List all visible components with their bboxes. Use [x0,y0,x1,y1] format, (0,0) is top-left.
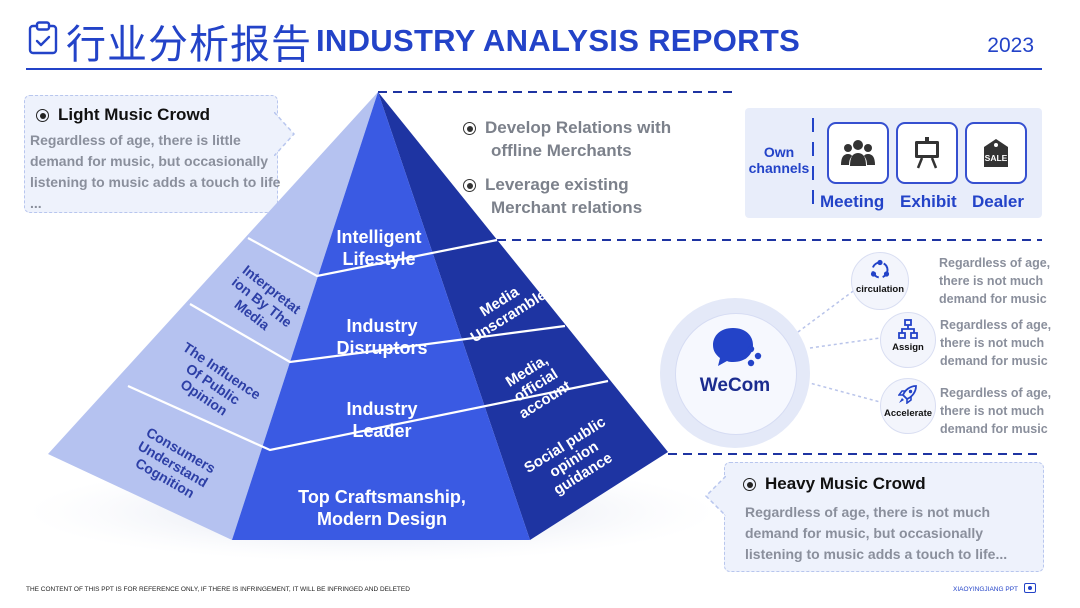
label-line: Industry [346,316,418,336]
people-icon [841,140,875,166]
wecom-chat-icon [713,328,762,367]
radio-bullet-icon [463,179,476,193]
header-divider [26,68,1042,70]
label-line: Lifestyle [342,249,416,269]
title-chinese: 行业分析报告 [66,22,312,68]
label-line: Intelligent [336,227,422,247]
text-line: Regardless of age, [939,256,1051,270]
label-line: channels [748,160,810,176]
text-line: Regardless of age, there is not much [745,504,991,520]
label-line: Modern Design [316,509,447,529]
sale-text: SALE [985,153,1008,163]
easel-icon [915,137,939,169]
heavy-crowd-callout [724,462,1044,572]
heavy-crowd-title: Heavy Music Crowd [765,474,926,493]
pyramid-front-label: Top Craftsmanship, Modern Design [272,486,492,530]
text-line: demand for music [940,354,1048,368]
exhibit-label: Exhibit [900,192,957,211]
light-crowd-text: Regardless of age, there is little deman… [30,130,292,214]
clipboard-check-icon [28,21,58,55]
text-line: demand for music [940,422,1048,436]
pyramid-front-label: Industry Disruptors [307,315,457,359]
brand-logo-icon [1024,583,1036,593]
pyramid-left-face [48,92,378,540]
page-title: 行业分析报告 INDUSTRY ANALYSIS REPORTS [66,16,801,68]
radio-bullet-icon [463,122,476,136]
light-crowd-heading: Light Music Crowd [36,105,210,125]
label-line: Own [763,144,795,160]
accelerate-text: Regardless of age, there is not much dem… [940,384,1051,438]
accelerate-label: Accelerate [883,408,933,419]
accelerate-node[interactable]: Accelerate [880,378,936,434]
footer-brand: XIAOYINGJIANG PPT [952,586,1018,593]
bullet-item: Develop Relations with offline Merchants [463,116,671,162]
pyramid-front-label: Intelligent Lifestyle [309,226,449,270]
radio-bullet-icon [743,478,756,492]
assign-label: Assign [892,342,924,353]
text-line: ... [30,195,42,211]
meeting-channel-tile[interactable] [827,122,889,184]
pyramid-right-face [378,92,668,540]
label-line: Leader [352,421,412,441]
circulation-text: Regardless of age, there is not much dem… [939,254,1050,308]
pyramid-front-label: Industry Leader [307,398,457,442]
light-crowd-callout [24,95,278,213]
wecom-label: WeCom [699,375,771,396]
bullet-line: offline Merchants [491,141,632,160]
footer-disclaimer: THE CONTENT OF THIS PPT IS FOR REFERENCE… [26,586,410,593]
assign-node[interactable]: Assign [880,312,936,368]
radio-bullet-icon [36,109,49,123]
bullet-line: Leverage existing [485,175,629,194]
callout-pointer [704,476,726,516]
text-line: Regardless of age, there is little [30,132,241,148]
assign-text: Regardless of age, there is not much dem… [940,316,1051,370]
title-english: INDUSTRY ANALYSIS REPORTS [316,23,801,58]
text-line: demand for music [939,292,1047,306]
rocket-icon [898,385,917,404]
text-line: there is not much [940,404,1045,418]
text-line: there is not much [940,336,1045,350]
channel-divider [812,118,814,212]
sale-tag-icon: SALE [984,139,1008,167]
heavy-crowd-heading: Heavy Music Crowd [743,474,926,494]
own-channels-label: Own channels [747,144,811,176]
meeting-label: Meeting [820,192,885,211]
circulation-node[interactable]: circulation [851,252,909,310]
circulation-icon [870,259,890,279]
dealer-channel-tile[interactable]: SALE [965,122,1027,184]
light-crowd-title: Light Music Crowd [58,105,211,124]
text-line: Regardless of age, [940,318,1052,332]
label-line: Industry [346,399,418,419]
bullet-line: Develop Relations with [485,118,672,137]
text-line: listening to music adds a touch to life.… [745,546,1008,562]
text-line: demand for music, but occasionally [30,153,269,169]
bullet-line: Merchant relations [491,198,643,217]
hierarchy-icon [898,319,918,339]
callout-pointer [274,112,296,156]
dealer-label: Dealer [972,192,1024,211]
text-line: demand for music, but occasionally [745,525,984,541]
year-label: 2023 [987,34,1034,57]
label-line: Top Craftsmanship, [298,487,466,507]
text-line: Regardless of age, [940,386,1052,400]
text-line: listening to music adds a touch to life [30,174,281,190]
wecom-connectors [797,285,881,403]
heavy-crowd-text: Regardless of age, there is not much dem… [745,502,1037,565]
exhibit-channel-tile[interactable] [896,122,958,184]
circulation-label: circulation [855,284,905,295]
pyramid-front-face [232,92,530,540]
label-line: Disruptors [336,338,428,358]
bullet-item: Leverage existing Merchant relations [463,173,642,219]
text-line: there is not much [939,274,1044,288]
